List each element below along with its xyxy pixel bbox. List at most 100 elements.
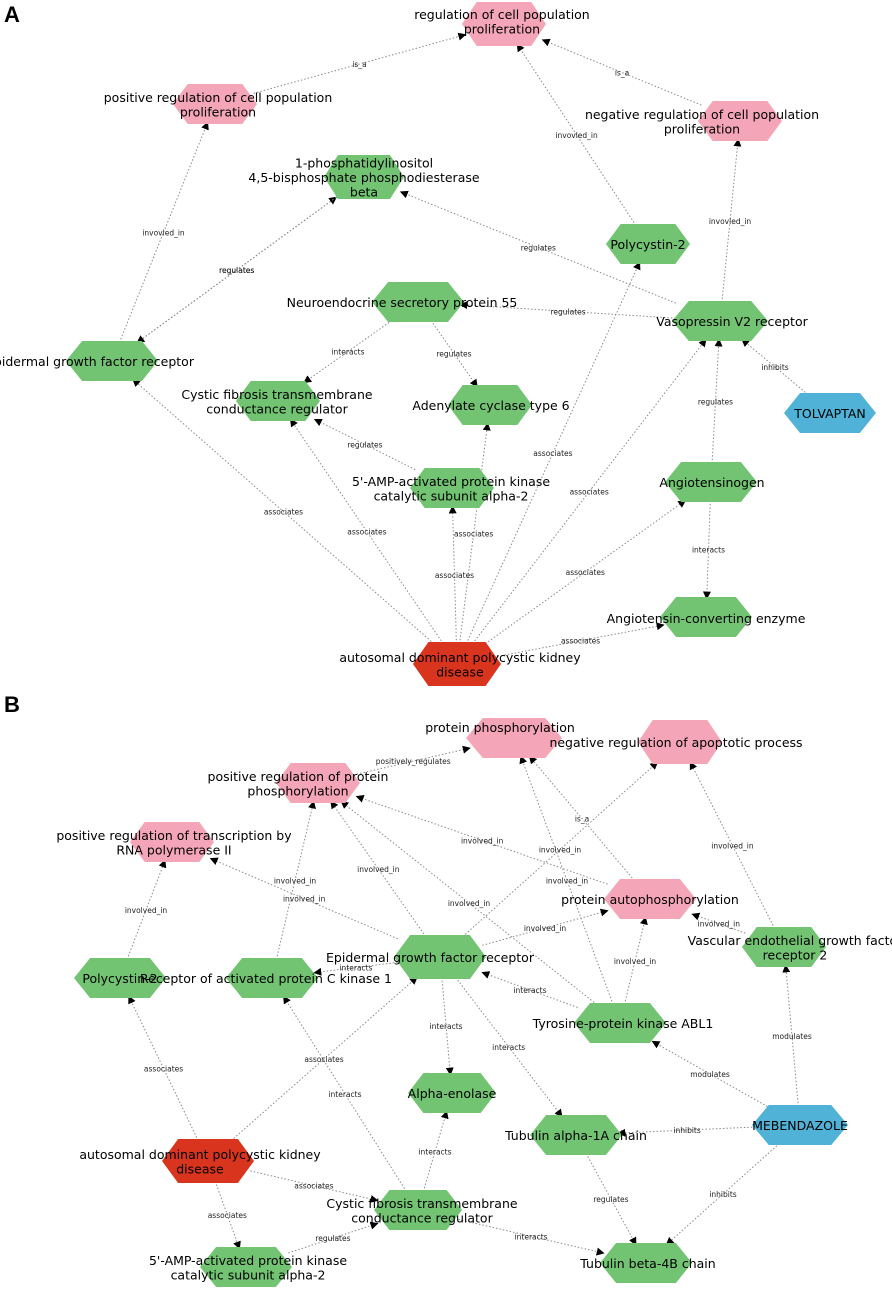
node-label: 5'-AMP-activated protein kinase <box>149 1253 347 1268</box>
node-ampk-b[interactable]: 5'-AMP-activated protein kinasecatalytic… <box>149 1247 347 1287</box>
node-label: protein autophosphorylation <box>561 892 739 907</box>
edge-tolv-avpr2 <box>741 338 809 395</box>
node-egfr-b[interactable]: Epidermal growth factor receptor <box>326 935 535 979</box>
edge-label: regulates <box>219 266 254 275</box>
edge-egfr-prcpp <box>118 121 209 343</box>
edge-label: interacts <box>331 348 364 357</box>
edge-adpkd-cftr <box>250 1170 379 1203</box>
node-adpkd-a[interactable]: autosomal dominant polycystic kidneydise… <box>339 642 581 686</box>
node-tuba-b[interactable]: Tubulin alpha-1A chain <box>504 1115 647 1155</box>
node-mebe-b[interactable]: MEBENDAZOLE <box>752 1105 848 1145</box>
node-label: positive regulation of transcription by <box>56 828 292 843</box>
node-prcpp-a[interactable]: positive regulation of cell populationpr… <box>104 84 333 124</box>
edge-label: interacts <box>513 986 546 995</box>
node-pp-b[interactable]: protein phosphorylation <box>425 718 575 758</box>
node-label: Alpha-enolase <box>408 1086 497 1101</box>
edge-pkd2-rcpp <box>516 43 637 226</box>
edge-label: involved_in <box>283 895 326 904</box>
edge-label: regulates <box>347 441 382 450</box>
node-label: protein phosphorylation <box>425 720 575 735</box>
node-shape <box>784 393 876 433</box>
edge-pap-prpp <box>355 795 608 885</box>
edge-label: associates <box>347 528 386 537</box>
node-label: Cystic fibrosis transmembrane <box>326 1196 517 1211</box>
node-nesp-a[interactable]: Neuroendocrine secretory protein 55 <box>287 282 518 322</box>
edge-label: associates <box>566 568 605 577</box>
edge-label: interacts <box>692 546 725 555</box>
node-tubb-b[interactable]: Tubulin beta-4B chain <box>579 1243 716 1283</box>
node-pkd2-a[interactable]: Polycystin-2 <box>606 224 690 264</box>
edge-adpkd-avpr2 <box>472 338 707 645</box>
node-nrap-b[interactable]: negative regulation of apoptotic process <box>549 720 803 764</box>
node-cftr-a[interactable]: Cystic fibrosis transmembraneconductance… <box>181 381 373 421</box>
node-tolv-a[interactable]: TOLVAPTAN <box>784 393 876 433</box>
edge-label: involved_in <box>524 924 567 933</box>
node-label: Polycystin-2 <box>82 971 157 986</box>
node-adcy6-a[interactable]: Adenylate cyclase type 6 <box>412 385 570 425</box>
node-shape <box>462 2 546 46</box>
node-egfr-a[interactable]: Epidermal growth factor receptor <box>0 341 195 381</box>
node-shape <box>672 301 768 341</box>
node-adpkd-b[interactable]: autosomal dominant polycystic kidneydise… <box>79 1139 321 1183</box>
node-pap-b[interactable]: protein autophosphorylation <box>561 879 739 919</box>
node-shape <box>638 720 722 764</box>
edge-label: interacts <box>515 1232 548 1241</box>
edge-prcpp-rcpp <box>253 32 467 94</box>
edge-adpkd-ampk <box>214 1181 241 1250</box>
node-shape <box>200 1247 292 1287</box>
edge-label: invovled_in <box>709 217 752 226</box>
edge-cftr-tubb <box>458 1218 605 1256</box>
edge-egfr-nrap <box>462 761 659 938</box>
node-pkd2-b[interactable]: Polycystin-2 <box>74 958 166 998</box>
node-label: autosomal dominant polycystic kidney <box>339 650 581 665</box>
node-shape <box>413 642 501 686</box>
node-abl1-b[interactable]: Tyrosine-protein kinase ABL1 <box>532 1003 714 1043</box>
node-label: catalytic subunit alpha-2 <box>374 488 529 503</box>
node-shape <box>162 1139 254 1183</box>
node-label: conductance regulator <box>351 1210 493 1225</box>
node-eno-b[interactable]: Alpha-enolase <box>408 1073 497 1113</box>
node-shape <box>236 381 320 421</box>
node-ace-a[interactable]: Angiotensin-converting enzyme <box>607 597 806 637</box>
edge-avpr2-plcb <box>399 190 677 304</box>
edge-label: inhibits <box>673 1126 700 1135</box>
node-shape <box>574 1003 666 1043</box>
node-agt-a[interactable]: Angiotensinogen <box>659 462 765 502</box>
edge-label: involved_in <box>698 920 741 929</box>
node-label: Angiotensinogen <box>659 475 764 490</box>
node-label: 4,5-bisphosphate phosphodiesterase <box>248 170 479 185</box>
node-cftr-b[interactable]: Cystic fibrosis transmembraneconductance… <box>326 1190 518 1230</box>
node-shape <box>66 341 158 381</box>
edge-egfr-prtr <box>209 857 398 940</box>
node-shape <box>394 935 486 979</box>
node-rcpp-a[interactable]: regulation of cell populationproliferati… <box>414 2 590 46</box>
node-ampk-a[interactable]: 5'-AMP-activated protein kinasecatalytic… <box>352 468 550 508</box>
node-label: proliferation <box>464 21 540 36</box>
node-prpp-b[interactable]: positive regulation of proteinphosphoryl… <box>208 763 389 803</box>
edge-label: involved_in <box>614 957 657 966</box>
edge-label: associates <box>435 571 474 580</box>
node-nrcpp-a[interactable]: negative regulation of cell populationpr… <box>585 101 819 141</box>
node-label: autosomal dominant polycystic kidney <box>79 1147 321 1162</box>
node-vegfr2-b[interactable]: Vascular endothelial growth factorrecept… <box>688 927 892 967</box>
node-label: Vascular endothelial growth factor <box>688 933 892 948</box>
node-shape <box>374 1190 462 1230</box>
node-label: catalytic subunit alpha-2 <box>171 1267 326 1282</box>
node-shape <box>698 101 782 141</box>
node-label: phosphorylation <box>247 783 348 798</box>
node-rack1-b[interactable]: Receptor of activated protein C kinase 1 <box>140 958 392 998</box>
edge-nrcpp-rcpp <box>541 38 702 106</box>
edge-abl1-pp <box>519 755 614 1005</box>
node-avpr2-a[interactable]: Vasopressin V2 receptor <box>656 301 809 341</box>
edge-adpkd-pkd2 <box>128 995 199 1141</box>
node-shape <box>226 958 318 998</box>
edge-label: positively_regulates <box>376 757 451 766</box>
panel-label-b: B <box>4 692 20 717</box>
edge-pap-pp <box>528 755 635 881</box>
edge-label: regulates <box>550 307 585 316</box>
node-prtr-b[interactable]: positive regulation of transcription byR… <box>56 822 292 862</box>
edge-label: involved_in <box>357 865 400 874</box>
node-label: Vasopressin V2 receptor <box>656 314 808 329</box>
